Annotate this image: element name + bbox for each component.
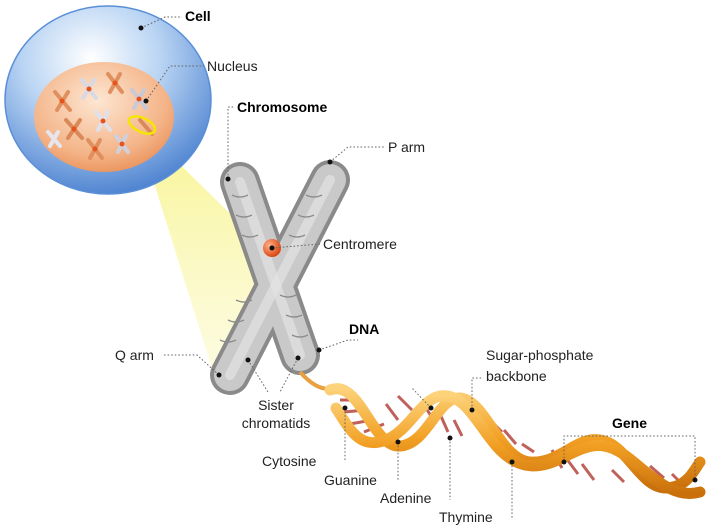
zoom-cone [135,122,262,372]
label-guanine: Guanine [324,472,377,488]
label-sugar-phosphate: Sugar-phosphate [486,347,594,363]
label-cytosine: Cytosine [262,453,317,469]
label-cell: Cell [185,8,211,24]
label-p-arm: P arm [388,139,425,155]
selected-chromosome-ring [127,115,157,135]
leader-lines [140,16,696,518]
label-centromere: Centromere [323,236,397,252]
centromere-dots [59,80,142,152]
label-adenine: Adenine [380,490,432,506]
label-nucleus: Nucleus [207,58,258,74]
label-backbone: backbone [486,368,547,384]
label-dna: DNA [349,321,379,337]
label-gene: Gene [612,415,647,431]
label-chromosome: Chromosome [237,99,327,115]
dna-helix [324,383,706,499]
label-sister: Sister [258,397,294,413]
label-dots [138,25,698,483]
label-chromatids: chromatids [242,415,310,431]
label-q-arm: Q arm [115,347,154,363]
chromosome [210,160,350,395]
label-thymine: Thymine [439,509,493,525]
